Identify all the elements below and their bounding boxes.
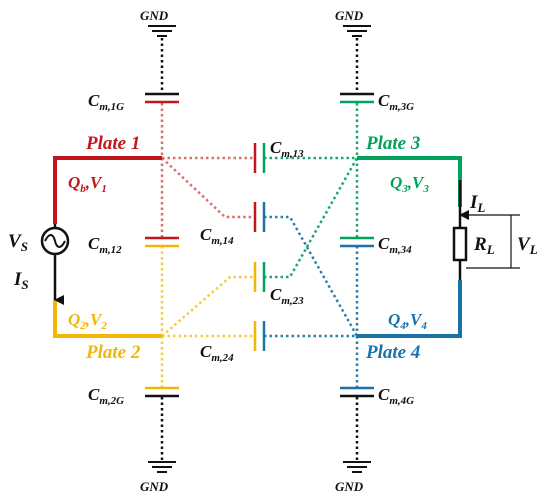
- plate2-charge-voltage: Q2,V2: [68, 310, 107, 332]
- plate1-label: Plate 1: [85, 133, 140, 154]
- capacitor-c14: [253, 202, 266, 232]
- ground-symbol-bottom-left: [148, 461, 176, 473]
- c14-label: Cm,14: [200, 225, 234, 247]
- plate4-conductor: [357, 280, 462, 338]
- plate4-label: Plate 4: [365, 342, 420, 363]
- load-resistor-label: RL: [473, 234, 495, 257]
- capacitor-c4g: [340, 386, 374, 398]
- plate4-charge-voltage: Q4,V4: [388, 310, 427, 332]
- gnd-label-bottom-right: GND: [335, 479, 364, 494]
- load-current-label: IL: [469, 192, 485, 215]
- c34-label: Cm,34: [378, 234, 412, 256]
- wire-plate1-to-c14: [161, 157, 255, 219]
- c12-label: Cm,12: [88, 234, 122, 256]
- capacitor-c3g: [340, 92, 374, 104]
- capacitor-c34: [340, 236, 374, 248]
- load-voltage-label: VL: [517, 234, 538, 257]
- plate3-charge-voltage: Q3,V3: [390, 173, 429, 195]
- c3g-label: Cm,3G: [378, 91, 414, 113]
- ground-symbol-top-right: [343, 25, 371, 37]
- c1g-label: Cm,1G: [88, 91, 124, 113]
- plate1-conductor: [53, 156, 162, 224]
- c2g-label: Cm,2G: [88, 385, 124, 407]
- gnd-label-top-right: GND: [335, 8, 364, 23]
- capacitor-c23: [253, 262, 266, 292]
- capacitor-c2g: [145, 386, 179, 398]
- gnd-label-bottom-left: GND: [140, 479, 169, 494]
- plate2-label: Plate 2: [85, 342, 141, 363]
- load-voltage-bracket: [466, 214, 520, 269]
- c24-label: Cm,24: [200, 342, 234, 364]
- wire-c14-to-plate4: [264, 215, 359, 337]
- capacitor-c24: [253, 321, 266, 351]
- capacitor-c13: [253, 143, 266, 173]
- capacitor-c1g: [145, 92, 179, 104]
- plate3-label: Plate 3: [365, 133, 420, 154]
- ground-symbol-top-left: [148, 25, 176, 37]
- capacitor-c12: [145, 236, 179, 248]
- gnd-label-top-left: GND: [140, 8, 169, 23]
- source-current-label: IS: [13, 269, 29, 292]
- wire-plate2-to-c23: [161, 275, 255, 337]
- plate2-conductor: [53, 300, 162, 338]
- source-voltage-label: VS: [8, 231, 28, 254]
- voltage-source: [40, 224, 70, 256]
- load-resistor: [452, 226, 468, 262]
- c4g-label: Cm,4G: [378, 385, 414, 407]
- plate1-charge-voltage: Qb,V1: [68, 173, 107, 195]
- c13-label: Cm,13: [270, 138, 304, 160]
- c23-label: Cm,23: [270, 285, 304, 307]
- wire-c23-to-plate3: [264, 157, 359, 279]
- ground-symbol-bottom-right: [343, 461, 371, 473]
